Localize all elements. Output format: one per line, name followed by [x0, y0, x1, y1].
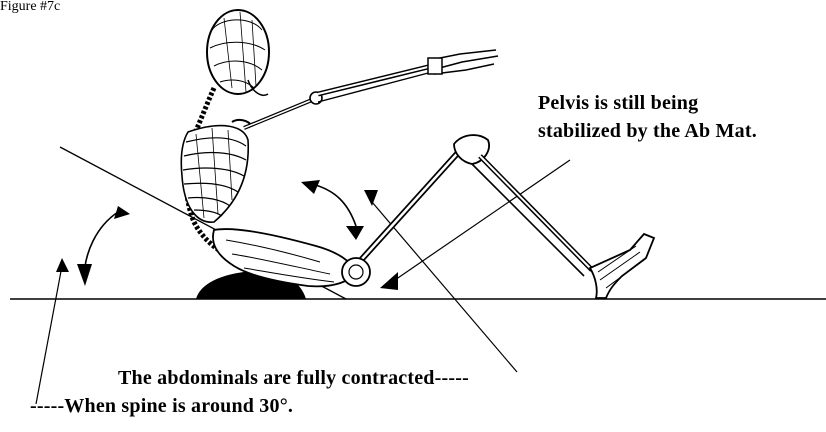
abs-contracted-note: The abdominals are fully contracted----- [118, 368, 469, 388]
figure-label: Figure #7c [0, 0, 60, 14]
pelvis-note-line2: stabilized by the Ab Mat. [538, 121, 757, 141]
curved-double-arrow-icon [77, 206, 130, 286]
pelvis-leader [380, 160, 570, 290]
spine-angle-note: -----When spine is around 30°. [30, 396, 293, 416]
spine-leader [36, 258, 69, 404]
abs-leader [364, 190, 517, 372]
pelvis-note-line1: Pelvis is still being [538, 93, 698, 113]
hip-curved-arrow-icon [301, 180, 364, 240]
